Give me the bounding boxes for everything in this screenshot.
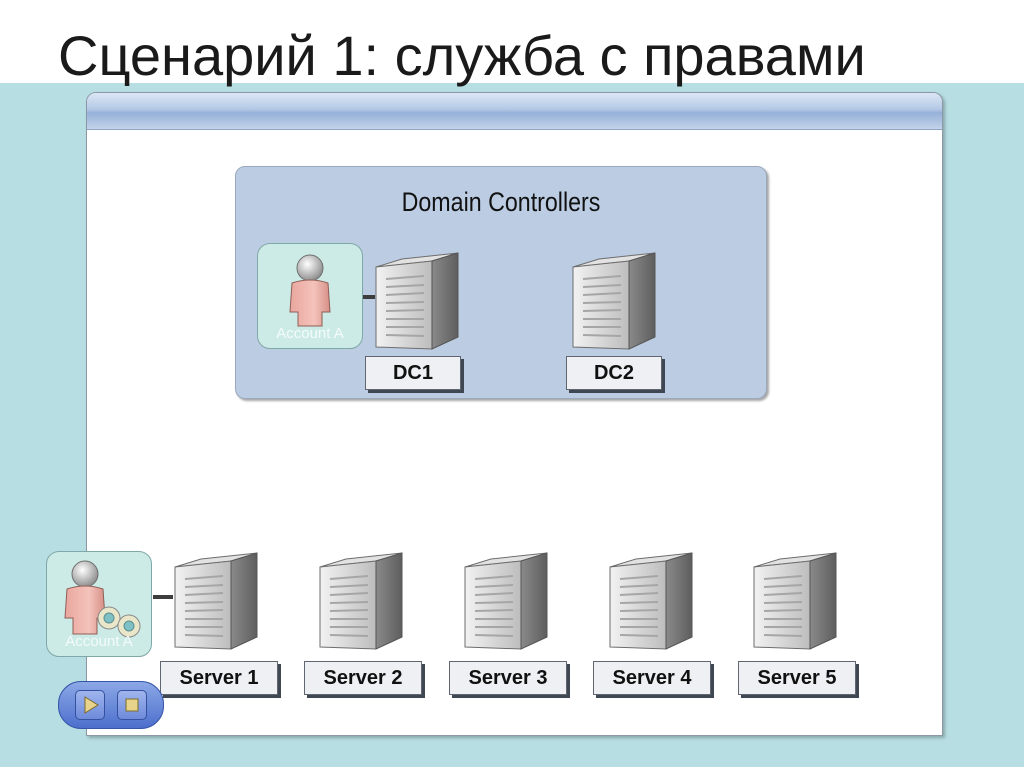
account-label: Account A [276,325,344,342]
dc1-label: DC1 [365,356,461,390]
account-label: Account A [65,633,133,650]
account-card-dc: Account A [257,243,363,349]
play-icon [76,696,104,723]
window-title-bar [87,93,942,130]
diagram-window: Domain Controllers Account A [86,92,943,736]
server-5-icon [750,551,842,653]
server-3-label: Server 3 [449,661,567,695]
server-4-icon [606,551,698,653]
server-1-icon [171,551,263,653]
server-2-icon [316,551,408,653]
server-1-label: Server 1 [160,661,278,695]
account-connector-server1 [153,595,173,599]
server-dc2-icon [569,251,661,353]
dc2-label: DC2 [566,356,662,390]
account-connector-dc [361,295,375,299]
server-4-label: Server 4 [593,661,711,695]
stop-button[interactable] [117,690,147,720]
stop-icon [118,698,146,723]
server-5-label: Server 5 [738,661,856,695]
account-card-server: Account A [46,551,152,657]
slide-title: Сценарий 1: служба с правами [58,24,866,87]
play-button[interactable] [75,690,105,720]
server-2-label: Server 2 [304,661,422,695]
group-title: Domain Controllers [401,187,601,217]
server-dc1-icon [372,251,464,353]
server-3-icon [461,551,553,653]
slide-media-controls [58,681,164,729]
